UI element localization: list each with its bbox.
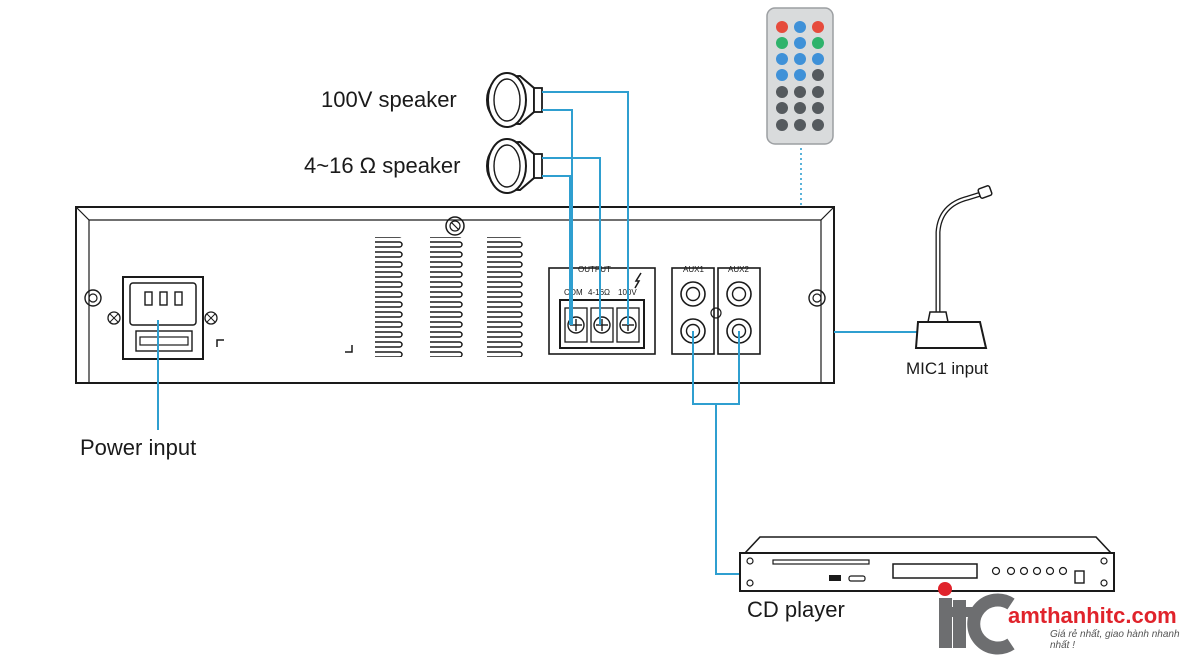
vent-slots <box>375 237 532 357</box>
aux-input-panel: AUX1 AUX2 <box>671 265 761 355</box>
speaker-4-16-icon <box>485 138 543 194</box>
terminal-4-16 <box>590 307 614 343</box>
output-label: OUTPUT <box>578 265 611 274</box>
right-screw-icon <box>808 289 826 307</box>
warning-bolt-icon <box>634 272 642 289</box>
rca-jack-icon <box>680 281 752 344</box>
aux2-label: AUX2 <box>728 265 749 274</box>
speaker-100v-icon <box>485 72 543 128</box>
label-4-16-speaker: 4~16 Ω speaker <box>304 153 461 178</box>
label-mic1-input: MIC1 input <box>906 359 989 378</box>
label-100v-speaker: 100V speaker <box>321 87 457 112</box>
fuse-screw-icon-right <box>204 311 218 325</box>
cd-player-icon <box>739 536 1115 592</box>
left-screw-icon <box>84 289 102 307</box>
terminal-label-com: COM <box>564 288 583 297</box>
remote-control-icon <box>766 7 834 145</box>
gooseneck-microphone-icon <box>914 185 993 349</box>
label-power-input: Power input <box>80 435 197 460</box>
brand-text: amthanhitc.com <box>1008 603 1177 628</box>
brand-tagline: Giá rẻ nhất, giao hành nhanh nhất ! <box>1050 629 1180 651</box>
terminal-com <box>564 307 588 343</box>
output-terminal-block: OUTPUT COM 4-16Ω 100V <box>548 265 656 355</box>
itc-logo-icon <box>938 582 1015 655</box>
label-cd-player: CD player <box>747 597 845 622</box>
aux1-label: AUX1 <box>683 265 704 274</box>
aux-cd-wiring <box>692 331 745 575</box>
top-screw-icon <box>445 216 465 236</box>
speaker-wiring <box>542 91 629 325</box>
iec-power-socket-icon <box>122 276 204 360</box>
amplifier-rear-panel: OUTPUT COM 4-16Ω 100V AUX1 AUX2 <box>75 206 835 384</box>
fuse-screw-icon-left <box>107 311 121 325</box>
